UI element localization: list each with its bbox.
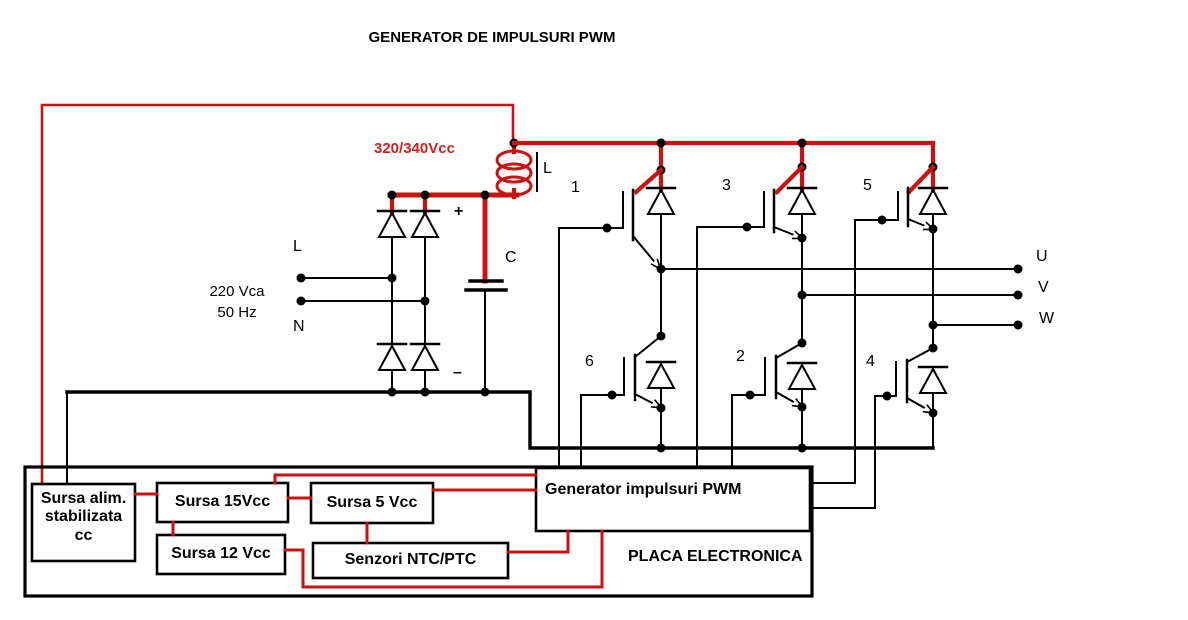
- inductor-coil: [495, 140, 538, 200]
- plus-label: +: [454, 203, 464, 220]
- output-v-label: V: [1038, 279, 1049, 296]
- rectifier-bridge: [376, 190, 520, 393]
- psu-main-box-label: Sursa alim. stabilizata cc: [40, 490, 127, 544]
- igbt-3-label: 3: [722, 177, 731, 194]
- dc-voltage-label: 320/340Vcc: [374, 140, 455, 157]
- capacitor-label: C: [505, 249, 517, 266]
- psu-12v-box-label: Sursa 12 Vcc: [171, 545, 271, 562]
- igbt-1-label: 1: [571, 179, 580, 196]
- igbt-4-label: 4: [866, 353, 875, 370]
- aux-supply-red-wire: [40, 103, 515, 486]
- psu-15v-box: [155, 481, 290, 524]
- pwm-generator-box-label: Generator impulsuri PWM: [545, 481, 742, 498]
- psu-5v-box: [309, 481, 435, 525]
- mains-frequency-label: 50 Hz: [217, 304, 257, 321]
- inductor-label: L: [543, 160, 552, 177]
- board-red-wiring: [133, 473, 604, 589]
- dc-capacitor: [464, 192, 508, 393]
- sensors-box-label: Senzori NTC/PTC: [344, 551, 477, 568]
- schematic-title: GENERATOR DE IMPULSURI PWM: [368, 29, 616, 46]
- ac-input-wires: [296, 273, 430, 306]
- output-w-label: W: [1039, 310, 1055, 327]
- placa-electronica-box: [23, 465, 814, 598]
- negative-rail: [65, 387, 935, 485]
- psu-15v-box-label: Sursa 15Vcc: [174, 493, 271, 510]
- igbt-3: [696, 186, 818, 344]
- sensors-box: [311, 541, 510, 580]
- igbt-2: [731, 338, 818, 453]
- igbt-5-label: 5: [863, 177, 872, 194]
- output-lines: [660, 264, 1023, 330]
- board-name-label: PLACA ELECTRONICA: [628, 548, 803, 565]
- mains-voltage-label: 220 Vca: [209, 283, 265, 300]
- output-u-label: U: [1036, 248, 1048, 265]
- igbt-4: [874, 343, 949, 449]
- pwm-generator-box: [534, 466, 812, 533]
- inverter-positive-rail: [511, 138, 938, 195]
- igbt-1: [558, 186, 677, 337]
- psu-5v-box-label: Sursa 5 Vcc: [326, 494, 418, 511]
- igbt-6-label: 6: [585, 353, 594, 370]
- psu-12v-box: [155, 533, 287, 576]
- gate-control-wires: [558, 219, 876, 509]
- minus-label: –: [453, 364, 462, 381]
- igbt-6: [580, 331, 677, 453]
- psu-main-box: [30, 482, 137, 563]
- mains-neutral-label: N: [293, 318, 305, 335]
- mains-line-label: L: [293, 238, 302, 255]
- igbt-5: [854, 186, 949, 349]
- igbt-2-label: 2: [736, 348, 745, 365]
- board-boxes: [23, 465, 814, 598]
